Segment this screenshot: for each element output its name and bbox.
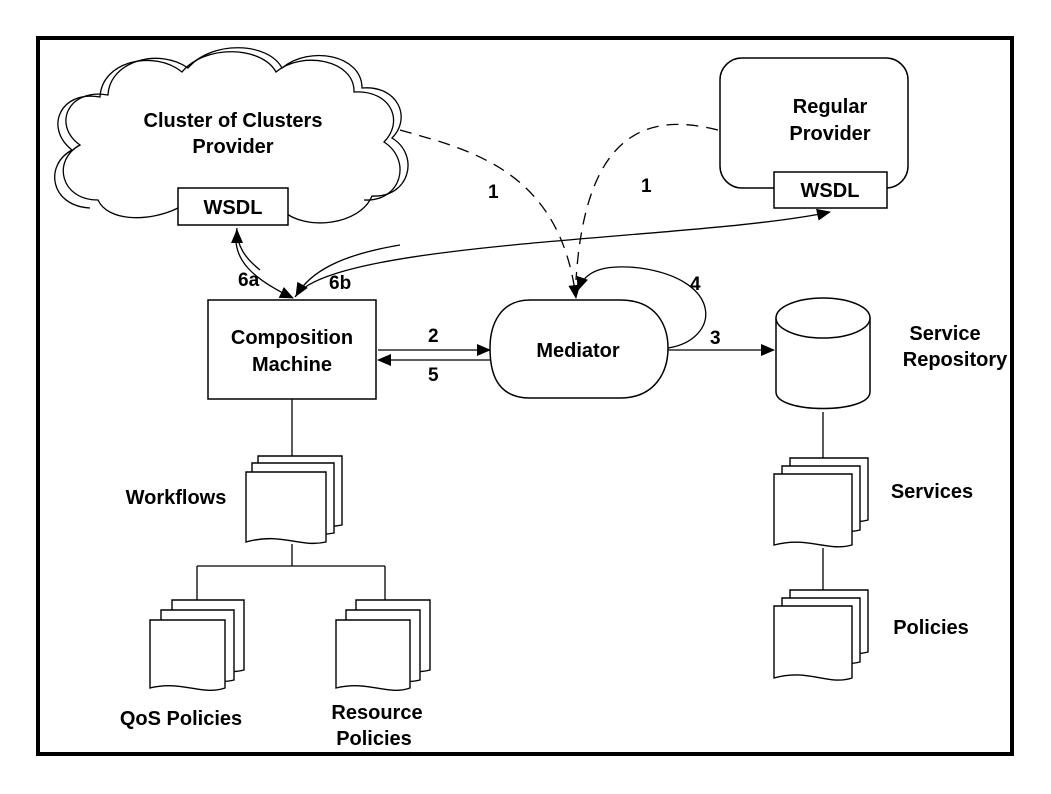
- services-docs-icon: [773, 457, 869, 548]
- edge-6a-head: [231, 229, 261, 271]
- regular-provider-label-2: Provider: [789, 123, 870, 145]
- mediator-label: Mediator: [536, 340, 620, 362]
- resource-policies-docs-icon: [335, 599, 431, 692]
- edge-label-5: 5: [428, 365, 439, 386]
- cluster-wsdl-label: WSDL: [204, 197, 263, 219]
- policies-label: Policies: [893, 617, 969, 639]
- resource-policies-label-1: Resource: [331, 702, 422, 724]
- edge-label-1-cluster: 1: [488, 182, 499, 203]
- composition-machine-label-1: Composition: [231, 327, 353, 349]
- workflows-label: Workflows: [126, 487, 227, 509]
- cluster-wsdl-box: [177, 187, 289, 226]
- edge-label-4: 4: [690, 274, 701, 295]
- mediator-shape: [489, 299, 669, 399]
- diagram-frame: [36, 36, 1014, 756]
- cluster-provider-label-1: Cluster of Clusters: [144, 110, 323, 132]
- edge-6b: [294, 208, 831, 298]
- dashed-edge-cluster-to-mediator: [399, 129, 581, 299]
- regular-provider-label-1: Regular: [793, 96, 868, 118]
- edge-label-6b: 6b: [329, 273, 351, 294]
- edge-label-6a: 6a: [238, 270, 260, 291]
- regular-wsdl-label: WSDL: [801, 180, 860, 202]
- composition-machine-box: [207, 299, 377, 400]
- qos-policies-label: QoS Policies: [120, 708, 242, 730]
- service-repository-label-2: Repository: [903, 349, 1008, 371]
- edge-label-2: 2: [428, 326, 439, 347]
- service-repository-label-1: Service: [909, 323, 980, 345]
- regular-wsdl-box: [773, 171, 888, 209]
- qos-policies-docs-icon: [149, 599, 245, 692]
- service-repository-cylinder: [775, 297, 871, 410]
- dashed-edge-regular-to-mediator: [575, 123, 719, 281]
- edge-label-3: 3: [710, 328, 721, 349]
- workflows-docs-icon: [245, 455, 343, 545]
- composition-machine-label-2: Machine: [252, 354, 332, 376]
- edge-6b-back: [295, 244, 401, 297]
- edge-4-loop: [576, 266, 707, 349]
- resource-policies-label-2: Policies: [336, 728, 412, 750]
- services-label: Services: [891, 481, 973, 503]
- policies-docs-icon: [773, 589, 869, 681]
- cluster-provider-label-2: Provider: [192, 136, 273, 158]
- edge-label-1-regular: 1: [641, 176, 652, 197]
